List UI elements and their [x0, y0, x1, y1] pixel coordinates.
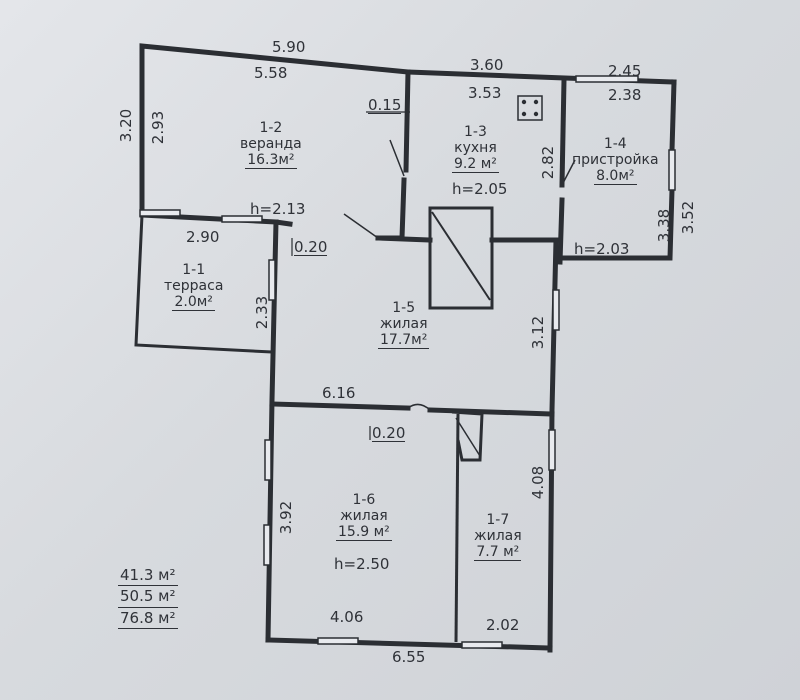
room-1-3-id: 1-3 — [464, 124, 487, 140]
total-area-living: 41.3 м² — [118, 565, 178, 587]
room-1-3: 1-3 кухня 9.2 м² — [452, 124, 499, 174]
height-2-03: h=2.03 — [574, 240, 630, 258]
window-living-left — [268, 259, 276, 301]
room-1-3-area: 9.2 м² — [452, 156, 499, 174]
height-2-13: h=2.13 — [250, 200, 306, 218]
small-stove — [451, 410, 484, 462]
dim-3-60: 3.60 — [470, 56, 504, 74]
window-veranda-bottom-2 — [221, 215, 263, 223]
room-1-2-name: веранда — [240, 136, 302, 153]
room-1-7: 1-7 жилая 7.7 м² — [474, 512, 522, 562]
window-bottom-left — [317, 637, 359, 645]
room-1-7-area: 7.7 м² — [474, 544, 522, 562]
extension-left-wall-lower — [557, 197, 565, 265]
veranda-kitchen-partition-lower — [375, 177, 407, 241]
room-1-2: 1-2 веранда 16.3м² — [240, 120, 302, 170]
room-1-1: 1-1 терраса 2.0м² — [164, 262, 224, 312]
height-2-50: h=2.50 — [334, 555, 390, 573]
room-1-1-name: терраса — [164, 278, 224, 295]
dim-0-15: 0.15 — [368, 96, 402, 114]
living-door-leaf — [343, 213, 379, 239]
room-1-4-id: 1-4 — [603, 136, 627, 152]
dim-6-16: 6.16 — [322, 384, 356, 402]
dim-2-38: 2.38 — [608, 86, 642, 104]
dim-2-82: 2.82 — [539, 145, 558, 180]
room-1-5: 1-5 жилая 17.7м² — [378, 300, 430, 350]
height-2-05: h=2.05 — [452, 180, 508, 198]
dim-0-20-a: 0.20 — [294, 238, 328, 256]
room-1-6-name: жилая — [340, 508, 388, 525]
chimney-stove — [428, 206, 494, 310]
cooktop-icon — [517, 95, 543, 121]
veranda-door-leaf — [389, 139, 405, 177]
extension-right-wall-lower — [562, 187, 675, 261]
room-1-5-area: 17.7м² — [378, 332, 430, 350]
extension-left-wall — [559, 77, 567, 188]
window-bedroom-right — [548, 429, 556, 471]
dim-0-20-b: 0.20 — [372, 424, 406, 442]
total-area-general: 50.5 м² — [118, 586, 178, 608]
room-1-1-id: 1-1 — [182, 262, 206, 278]
area-totals: 41.3 м² 50.5 м² 76.8 м² — [118, 565, 178, 629]
window-extension-top — [575, 75, 639, 83]
room-1-6: 1-6 жилая 15.9 м² — [336, 492, 392, 542]
small-stove-diagonal — [455, 417, 481, 457]
window-bottom-right — [461, 641, 503, 649]
window-bedroom-left-1 — [264, 439, 272, 481]
burner-dot — [521, 111, 527, 117]
dim-3-38: 3.38 — [655, 208, 674, 243]
room-1-5-name: жилая — [379, 316, 428, 333]
dim-3-52: 3.52 — [679, 200, 698, 235]
extension-door-leaf — [561, 159, 576, 186]
room-1-5-id: 1-5 — [392, 300, 416, 316]
dim-2-93: 2.93 — [149, 110, 168, 145]
room-1-7-id: 1-7 — [486, 512, 510, 528]
dim-4-08: 4.08 — [529, 465, 548, 500]
dim-6-55: 6.55 — [392, 648, 426, 666]
bedroom-partition-wall — [454, 413, 460, 643]
dim-3-20: 3.20 — [117, 108, 136, 143]
kitchen-bottom-wall — [375, 235, 433, 243]
dim-3-92: 3.92 — [277, 500, 296, 535]
burner-dot — [521, 99, 527, 105]
dim-3-53: 3.53 — [468, 84, 502, 102]
window-veranda-bottom — [139, 209, 181, 217]
room-1-6-area: 15.9 м² — [336, 524, 392, 542]
extension-right-wall — [669, 79, 677, 153]
bedroom-door-arc — [407, 403, 431, 411]
room-1-6-id: 1-6 — [352, 492, 376, 508]
dim-4-06: 4.06 — [330, 608, 364, 626]
window-extension-right — [668, 149, 676, 191]
burner-dot — [533, 99, 539, 105]
dim-5-90: 5.90 — [272, 38, 306, 56]
dim-2-02: 2.02 — [486, 616, 520, 634]
dim-2-33: 2.33 — [253, 295, 272, 330]
room-1-3-name: кухня — [454, 140, 497, 157]
dim-2-90: 2.90 — [186, 228, 220, 246]
veranda-kitchen-partition — [403, 69, 411, 173]
room-1-7-name: жилая — [474, 528, 522, 545]
terrace-outline — [134, 214, 273, 354]
room-1-2-area: 16.3м² — [245, 152, 297, 170]
room-1-2-id: 1-2 — [259, 120, 283, 136]
total-area-full: 76.8 м² — [118, 608, 178, 629]
living-partition-wall-right — [427, 407, 555, 417]
room-1-4-area: 8.0м² — [594, 168, 637, 186]
window-living-right — [552, 289, 560, 331]
dim-5-58: 5.58 — [254, 64, 288, 82]
room-1-1-area: 2.0м² — [172, 294, 215, 312]
room-1-4: 1-4 пристройка 8.0м² — [572, 136, 659, 186]
dim-2-45: 2.45 — [608, 62, 642, 80]
dim-3-12: 3.12 — [529, 315, 548, 350]
window-bedroom-left-2 — [263, 524, 271, 566]
room-1-4-name: пристройка — [572, 152, 659, 169]
burner-dot — [533, 111, 539, 117]
living-partition-wall — [269, 401, 411, 411]
main-bottom-wall — [265, 637, 553, 651]
chimney-diagonal — [431, 211, 491, 301]
